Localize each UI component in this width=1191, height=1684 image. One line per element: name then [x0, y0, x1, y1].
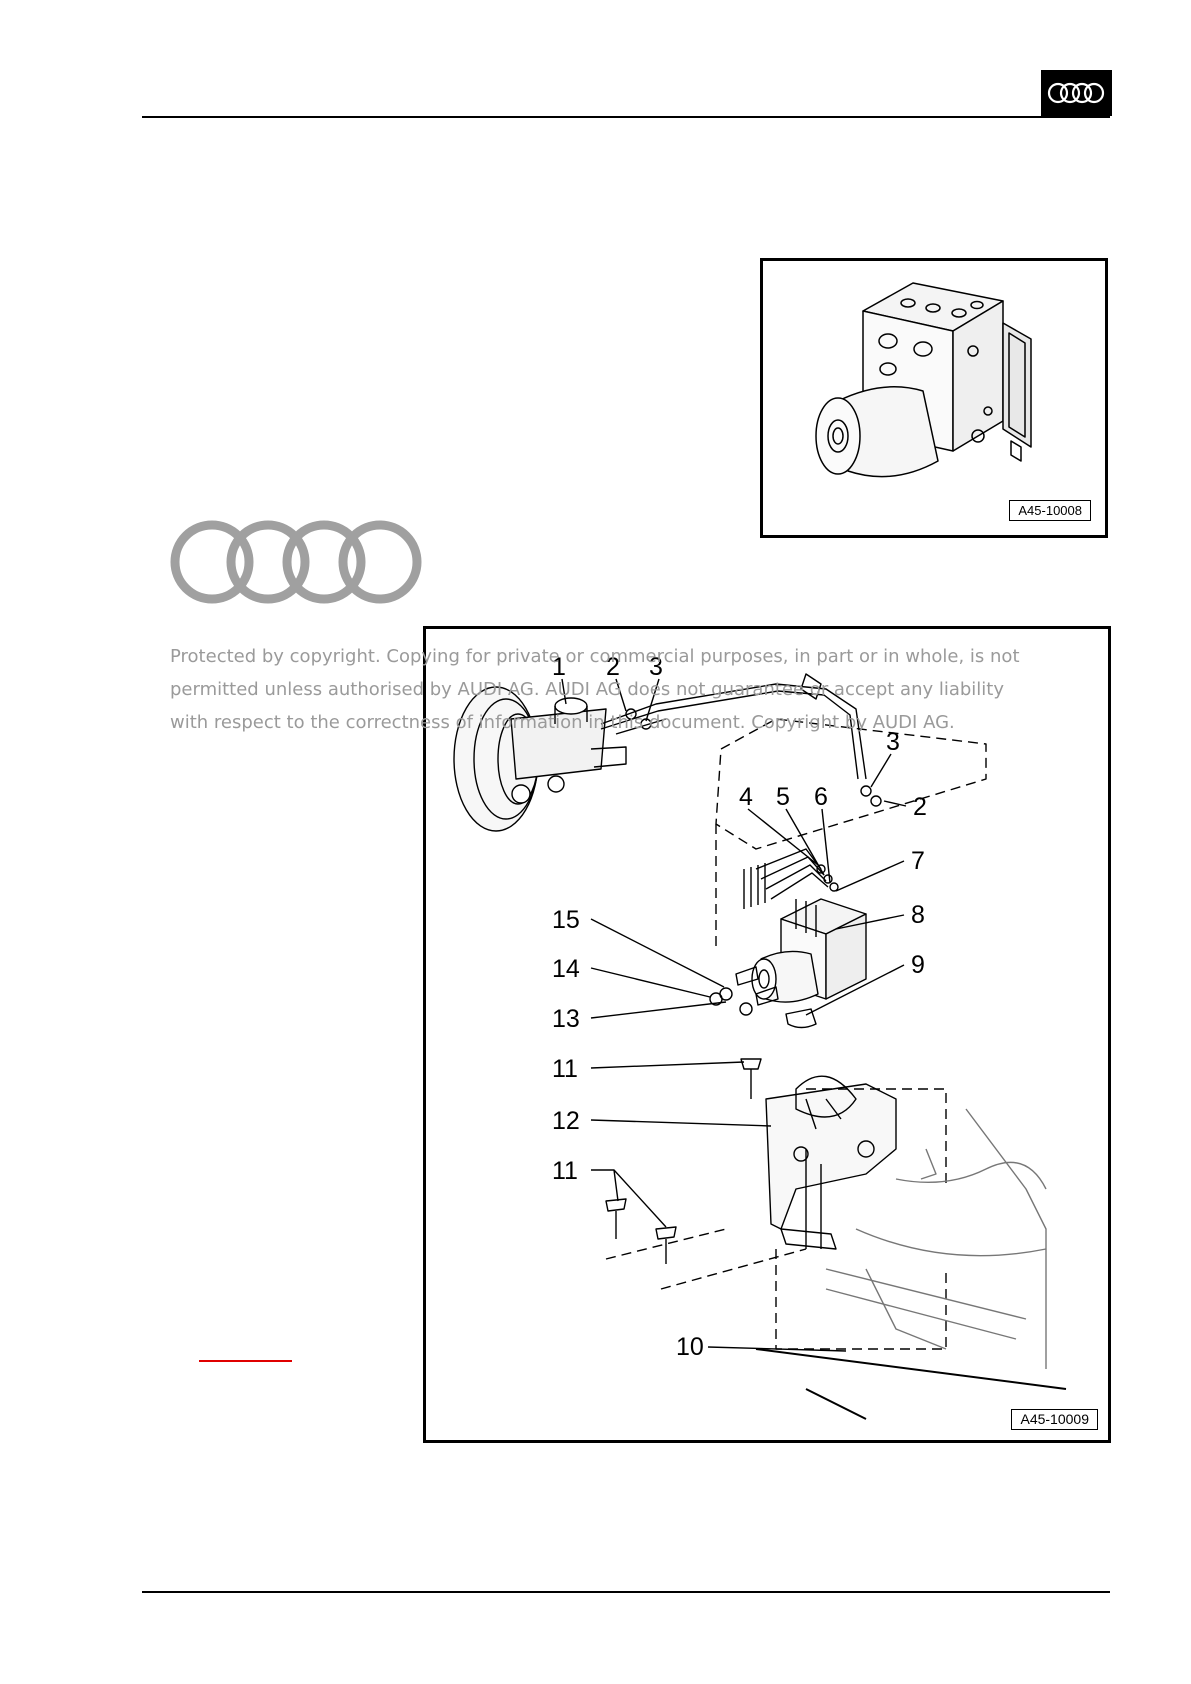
callout-2-right: 2: [913, 793, 927, 821]
callout-14: 14: [552, 955, 580, 983]
figure-abs-unit: A45-10008: [760, 258, 1108, 538]
abs-unit-illustration: [815, 282, 1032, 478]
callout-8: 8: [911, 901, 925, 929]
callout-3-right: 3: [886, 728, 900, 756]
callout-5: 5: [776, 783, 790, 811]
audi-rings-watermark: [170, 518, 422, 606]
callout-1: 1: [552, 653, 566, 681]
callout-11-lower: 11: [552, 1157, 578, 1185]
callout-3-top: 3: [649, 653, 663, 681]
callout-9: 9: [911, 951, 925, 979]
callout-7: 7: [911, 847, 925, 875]
callout-11-upper: 11: [552, 1055, 578, 1083]
callout-2-top: 2: [606, 653, 620, 681]
figure-exploded-assembly: 1 2 3 3 2 4 5 6 7 15 8 14 9 13 11 12 11 …: [423, 626, 1111, 1443]
callout-10: 10: [676, 1333, 704, 1361]
exploded-assembly-illustration: 1 2 3 3 2 4 5 6 7 15 8 14 9 13 11 12 11 …: [453, 653, 1067, 1420]
callout-13: 13: [552, 1005, 580, 1033]
callout-15: 15: [552, 906, 580, 934]
figure-code: A45-10009: [1011, 1409, 1098, 1430]
callout-4: 4: [739, 783, 753, 811]
audi-rings-logo-header: [1041, 70, 1112, 116]
footer-rule: [142, 1591, 1110, 1593]
header-rule: [142, 116, 1110, 118]
callout-12: 12: [552, 1107, 580, 1135]
figure-code: A45-10008: [1009, 500, 1091, 521]
callout-6: 6: [814, 783, 828, 811]
reference-link[interactable]: [199, 1360, 292, 1362]
